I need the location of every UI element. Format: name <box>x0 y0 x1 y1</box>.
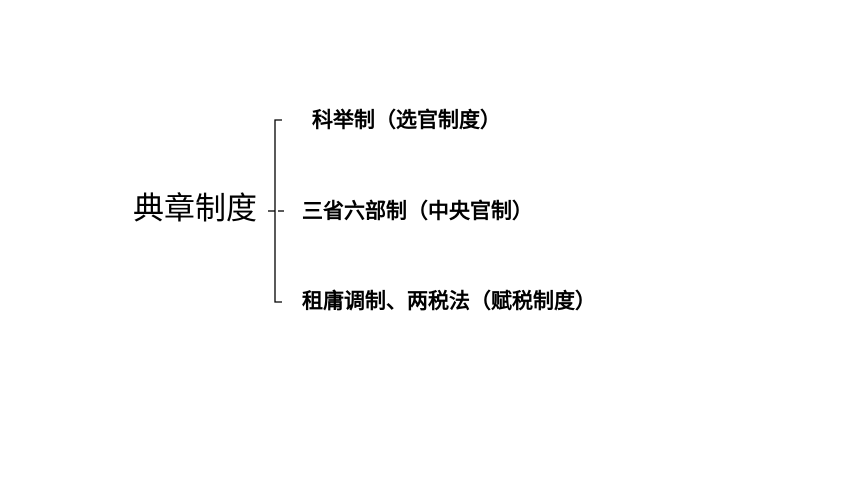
branch-item: 租庸调制、两税法（赋税制度） <box>302 289 596 313</box>
root-label: 典章制度 <box>133 191 257 227</box>
curly-bracket <box>268 119 284 303</box>
branch-item: 三省六部制（中央官制） <box>302 199 533 223</box>
branch-item: 科举制（选官制度） <box>312 108 501 132</box>
